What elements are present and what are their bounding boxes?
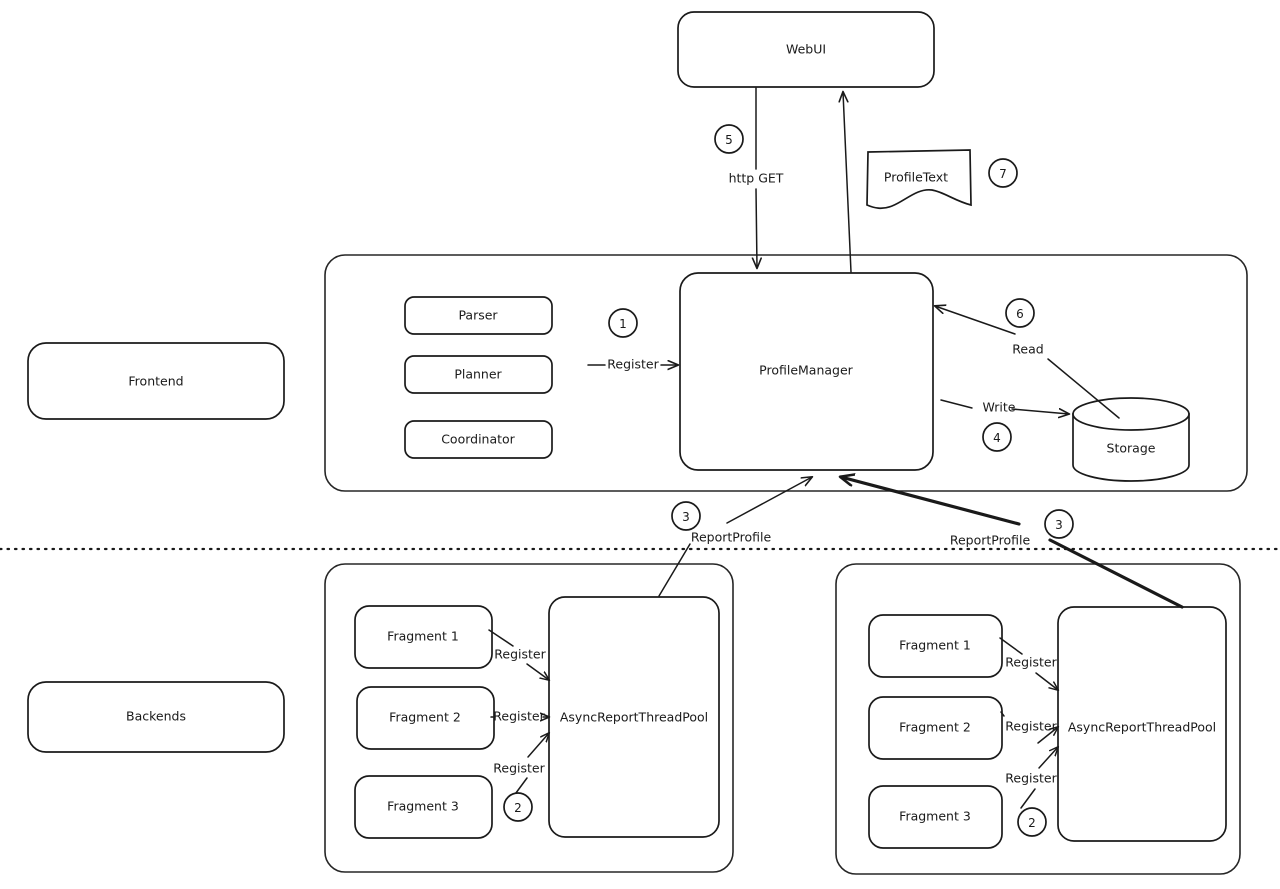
node-right-fragment-1-box <box>868 614 1003 678</box>
badge-step-4 <box>982 422 1012 452</box>
node-parser-label: Parser <box>458 308 498 323</box>
node-left-fragment-1-box <box>354 605 493 669</box>
badge-step-5 <box>714 124 744 154</box>
badge-step-3-right <box>1044 509 1074 539</box>
node-coordinator-label: Coordinator <box>441 432 515 447</box>
edge-register-right-1 <box>1035 672 1058 690</box>
container-backend-left <box>324 563 734 873</box>
badge-step-1 <box>608 308 638 338</box>
edge-register-left-1 <box>526 663 549 680</box>
node-profile-manager-label: ProfileManager <box>759 363 854 378</box>
node-profile-text-label: ProfileText <box>884 170 948 185</box>
edge-write-left <box>940 399 973 409</box>
edge-profile-response <box>843 92 852 273</box>
node-parser[interactable] <box>404 296 553 335</box>
badge-step-2-left <box>503 792 533 822</box>
node-webui-label: WebUI <box>786 42 826 57</box>
edge-register-left-3 <box>527 733 549 758</box>
node-planner-label: Planner <box>454 367 502 382</box>
node-right-pool-label: AsyncReportThreadPool <box>1068 720 1216 735</box>
edge-label-register-left-3: Register <box>493 761 545 776</box>
badge-step-5-text: 5 <box>725 133 733 147</box>
edge-label-register-frontend: Register <box>607 357 659 372</box>
badge-step-2-right-text: 2 <box>1028 816 1036 830</box>
node-right-fragment-2-box <box>868 696 1003 760</box>
node-coordinator[interactable] <box>404 420 553 459</box>
edge-http-get-lower <box>756 188 757 268</box>
badge-step-3-right-text: 3 <box>1055 518 1063 532</box>
node-left-fragment-2-box <box>356 686 495 750</box>
edge-label-register-right-1: Register <box>1005 655 1057 670</box>
badge-step-3-left <box>671 501 701 531</box>
node-left-fragment-1-label: Fragment 1 <box>387 629 459 644</box>
node-left-fragment-3-box <box>354 775 493 839</box>
edge-label-report-profile-right: ReportProfile <box>950 533 1031 548</box>
edge-label-http-get: http GET <box>729 171 784 186</box>
badge-step-6-text: 6 <box>1016 307 1024 321</box>
node-right-fragment-3-box <box>868 785 1003 849</box>
badge-step-3-left-text: 3 <box>682 510 690 524</box>
edge-report-profile-right-lower <box>1048 538 1184 609</box>
edge-label-register-right-2: Register <box>1005 719 1057 734</box>
edge-register-right-2-a <box>1000 711 1005 717</box>
edge-label-report-profile-left: ReportProfile <box>691 530 772 545</box>
edge-write-right <box>1011 409 1069 414</box>
edge-report-profile-left <box>726 477 812 524</box>
edge-label-register-left-1: Register <box>494 647 546 662</box>
edge-label-read: Read <box>1012 342 1043 357</box>
node-profile-manager[interactable] <box>679 272 934 471</box>
node-right-fragment-2-label: Fragment 2 <box>899 720 971 735</box>
edge-label-register-left-2: Register <box>493 709 545 724</box>
badge-step-7-text: 7 <box>999 167 1007 181</box>
badge-step-7 <box>988 158 1018 188</box>
node-left-fragment-3-label: Fragment 3 <box>387 799 459 814</box>
edge-register-right-2 <box>1037 727 1058 744</box>
edge-read-lower <box>1047 358 1120 419</box>
edge-report-profile-right <box>841 477 1021 526</box>
container-backend-right <box>835 563 1241 875</box>
node-right-pool-box <box>1057 606 1227 842</box>
node-profile-text <box>866 149 972 210</box>
swimlane-label-frontend <box>27 342 285 420</box>
swimlane-label-frontend-text: Frontend <box>128 374 183 389</box>
badge-step-4-text: 4 <box>993 431 1001 445</box>
edge-label-register-right-3: Register <box>1005 771 1057 786</box>
node-left-pool-label: AsyncReportThreadPool <box>560 710 708 725</box>
badge-step-2-left-text: 2 <box>514 801 522 815</box>
badge-step-1-text: 1 <box>619 317 627 331</box>
node-storage[interactable] <box>1072 397 1190 482</box>
node-left-fragment-2-label: Fragment 2 <box>389 710 461 725</box>
badge-step-2-right <box>1017 807 1047 837</box>
edge-label-write: Write <box>982 400 1015 415</box>
edge-register-right-1-a <box>999 637 1023 655</box>
node-right-fragment-3-label: Fragment 3 <box>899 809 971 824</box>
edge-read-upper <box>935 306 1016 335</box>
edge-register-right-3-a <box>1020 788 1036 809</box>
swimlane-label-backends <box>27 681 285 753</box>
edge-report-profile-left-lower <box>658 543 691 597</box>
node-right-fragment-1-label: Fragment 1 <box>899 638 971 653</box>
badge-step-6 <box>1005 298 1035 328</box>
edge-register-right-3 <box>1038 747 1058 769</box>
edge-register-left-1-a <box>488 629 514 647</box>
swimlane-label-backends-text: Backends <box>126 709 186 724</box>
node-planner[interactable] <box>404 355 553 394</box>
node-storage-label: Storage <box>1107 441 1156 456</box>
node-webui[interactable] <box>677 11 935 88</box>
